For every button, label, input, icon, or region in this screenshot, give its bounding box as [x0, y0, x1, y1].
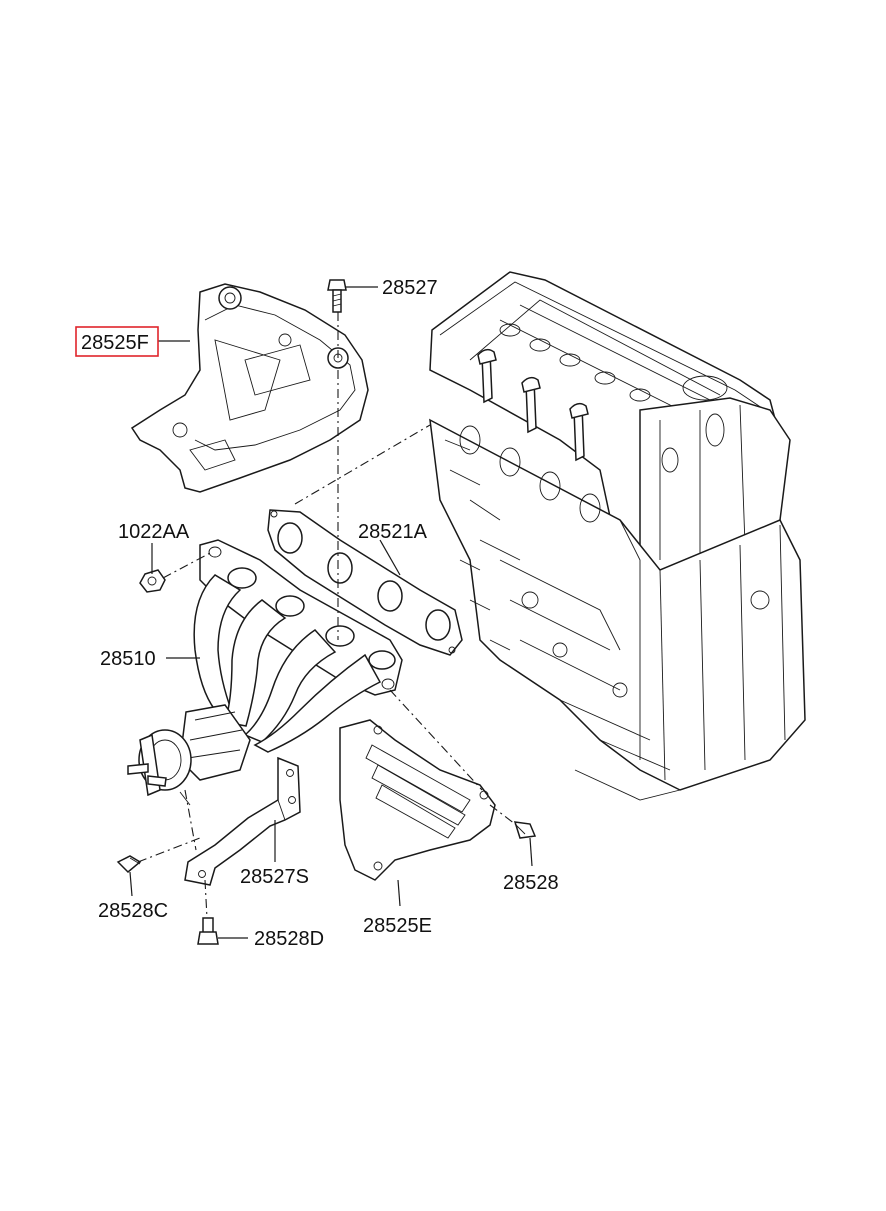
label-1022AA[interactable]: 1022AA	[118, 521, 190, 543]
heat-protector-lower	[339, 719, 496, 881]
bolt-28528C	[116, 855, 142, 874]
highlight-box-28525F	[75, 326, 159, 357]
engine-block	[429, 271, 806, 801]
label-28527[interactable]: 28527	[382, 277, 438, 299]
assembly-lines	[137, 312, 516, 919]
label-28527S[interactable]: 28527S	[240, 866, 309, 888]
label-28528[interactable]: 28528	[503, 872, 559, 894]
bolt-28528D	[197, 917, 219, 945]
label-28521A[interactable]: 28521A	[358, 521, 428, 543]
gasket-28521A	[267, 509, 463, 656]
label-28525F[interactable]: 28525F	[81, 332, 149, 354]
bolt-28528	[513, 821, 537, 839]
leader-lines	[129, 286, 533, 939]
exhaust-manifold-28510	[127, 539, 403, 806]
label-28528C[interactable]: 28528C	[98, 900, 168, 922]
bracket-28527S	[184, 756, 301, 886]
bolt-28527	[327, 279, 347, 313]
nut-1022AA	[139, 569, 166, 593]
label-28525E[interactable]: 28525E	[363, 915, 432, 937]
heat-protector-upper	[130, 283, 369, 493]
label-28510[interactable]: 28510	[100, 648, 156, 670]
label-28528D[interactable]: 28528D	[254, 928, 324, 950]
